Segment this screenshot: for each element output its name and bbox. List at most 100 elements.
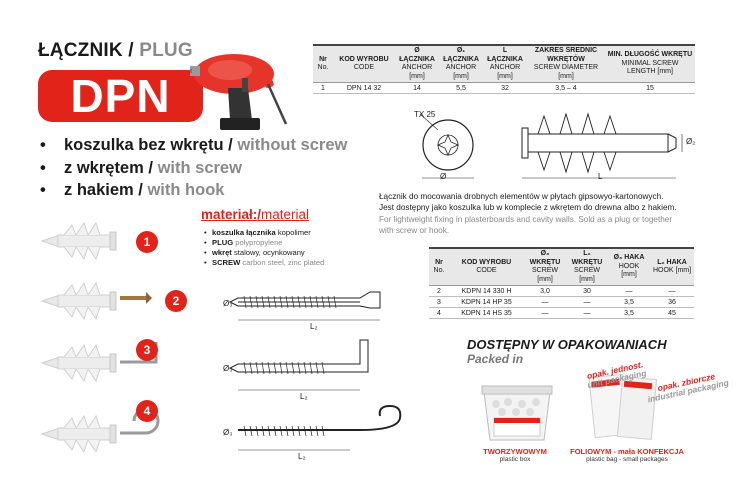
table-cell: — (524, 296, 566, 308)
table-cell: — (608, 285, 650, 297)
col-header-en: SCREW DIAMETER [mm] (533, 64, 599, 80)
tx-label: TX 25 (414, 110, 436, 119)
table-cell: 3 (429, 296, 449, 308)
head-view-drawing (419, 113, 474, 179)
dim-label: Ø₃ (223, 364, 233, 373)
material-part-pl: koszulka łącznika (212, 228, 276, 237)
variant-item: z wkrętem / with screw (40, 157, 347, 180)
table-cell: 14 (395, 82, 439, 94)
plug-with-round-hook-image (41, 415, 117, 452)
title-pl: ŁĄCZNIK (38, 40, 123, 61)
col-header-en: SCREW [mm] (573, 267, 601, 283)
plastic-bag-caption: FOLIOWYM - mała KONFEKCJA plastic bag - … (562, 447, 692, 463)
material-value-en: polypropylene (235, 238, 283, 247)
col-header-en: ANCHOR [mm] (445, 64, 477, 80)
availability-title: DOSTĘPNY W OPAKOWANIACH (467, 337, 667, 352)
table-cell: 32 (483, 82, 527, 94)
marker-1: 1 (136, 231, 158, 253)
anchor-side-drawing (521, 112, 683, 179)
table-cell: — (650, 285, 694, 297)
page-title: ŁĄCZNIK / PLUG (38, 40, 193, 62)
col-header-pl: Ø₁ ŁĄCZNIKA (443, 47, 479, 63)
caption-en: plastic bag - small packages (586, 456, 668, 463)
material-part-en: SCREW (212, 258, 241, 267)
title-separator: / (122, 40, 140, 61)
marker-3: 3 (136, 339, 158, 361)
material-item-en: SCREW carbon steel, zinc plated (204, 258, 364, 268)
product-images (41, 222, 160, 452)
table-cell: 1 (313, 82, 333, 94)
material-part-pl: wkręt (212, 248, 232, 257)
variant-pl: z wkrętem (64, 158, 144, 177)
material-item: wkręt stalowy, ocynkowany (204, 248, 364, 258)
table-cell: 4 (429, 307, 449, 319)
dim-label: Ø₂ (686, 137, 696, 146)
col-header-pl: MIN. DŁUGOŚĆ WKRĘTU (607, 51, 693, 59)
col-header-pl: Ø₃ WKRĘTU (529, 250, 561, 266)
variant-pl: z hakiem (64, 181, 134, 199)
description-en: For lightweight fixing in plasterboards … (379, 214, 673, 224)
material-value-pl: stalowy, ocynkowany (233, 248, 305, 257)
table-cell: KDPN 14 330 H (449, 285, 524, 297)
box-brand: starfix (498, 419, 514, 425)
table-cell: 3,0 (524, 285, 566, 297)
plastic-box-image (481, 385, 553, 441)
table-cell: — (566, 307, 608, 319)
dim-label: Ø₃ (223, 299, 233, 308)
description: Łącznik do mocowania drobnych elementów … (379, 191, 709, 237)
screwdriver-icon (257, 62, 288, 125)
col-header-pl: Nr (319, 55, 327, 63)
table-cell: 45 (650, 307, 694, 319)
material-item: koszulka łącznika kopolimer (204, 228, 364, 238)
table-cell: 15 (605, 82, 695, 94)
material-title-en: material (261, 207, 310, 222)
variant-list: koszulka bez wkrętu / without screw z wk… (40, 134, 347, 202)
plug-with-hook-image (41, 344, 117, 382)
round-hook-drawing (238, 404, 402, 451)
title-en: PLUG (139, 40, 193, 61)
description-en: with screw or hook. (379, 226, 450, 236)
availability-subtitle: Packed in (467, 352, 524, 366)
product-code-badge (38, 70, 203, 122)
col-header-pl: L₂ WKRĘTU (571, 250, 603, 266)
caption-pl: TWORZYWOWYM (483, 447, 547, 456)
col-header-en: HOOK [mm] (652, 267, 692, 274)
plug-with-screw-image (41, 282, 117, 320)
dim-label: L₂ (310, 322, 318, 331)
anchor-drawings (419, 112, 683, 179)
dim-label: Ø₃ (223, 428, 233, 437)
col-header-pl: Nr (435, 258, 443, 266)
col-header-en: CODE (353, 64, 375, 71)
table-row: 1 DPN 14 32 14 5,5 32 3,5 – 4 15 (313, 82, 695, 94)
material-title: materiał:/material (201, 207, 310, 222)
material-title-pl: materiał: (201, 207, 258, 222)
col-header-en: MINIMAL SCREW LENGTH [mm] (621, 59, 679, 76)
table-cell: 30 (566, 285, 608, 297)
material-value-en: carbon steel, zinc plated (242, 258, 325, 267)
dim-label: L (598, 172, 603, 181)
table-cell: 3,5 (608, 307, 650, 319)
col-header-en: No. (317, 64, 329, 71)
table-cell: 5,5 (439, 82, 483, 94)
description-pl: Jest dostępny jako koszulka lub w komple… (379, 203, 677, 213)
col-header-en: CODE (476, 267, 497, 274)
table-cell: KDPN 14 HP 35 (449, 296, 524, 308)
col-header-pl: ZAKRES ŚREDNIC WKRĘTÓW (534, 47, 598, 63)
marker-2: 2 (165, 290, 187, 312)
table-cell: — (566, 296, 608, 308)
plastic-box-caption: TWORZYWOWYM plastic box (470, 447, 560, 463)
table-cell: DPN 14 32 (333, 82, 395, 94)
product-code: DPN (70, 70, 171, 122)
dim-label: Ø (440, 172, 447, 181)
material-part-en: PLUG (212, 238, 234, 247)
col-header-en: HOOK [mm] (618, 262, 640, 279)
